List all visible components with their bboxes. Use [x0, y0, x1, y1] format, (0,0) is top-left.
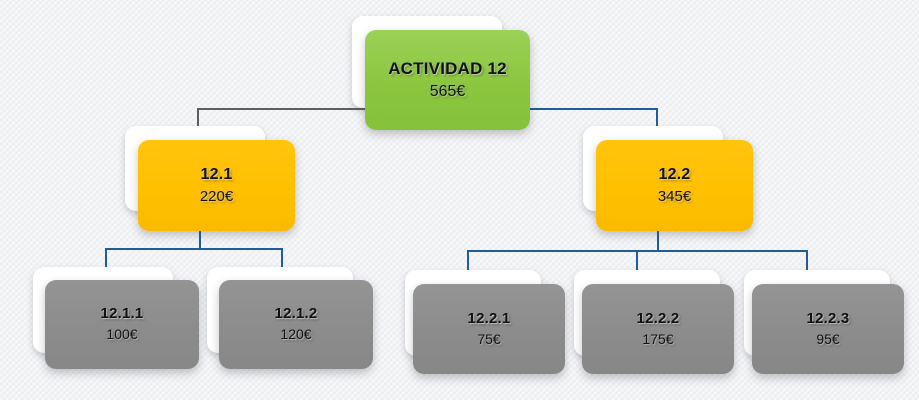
node-amount: 345€: [657, 187, 692, 205]
connector-root-horizontal-left: [197, 108, 372, 110]
node-card[interactable]: 12.2 345€: [596, 140, 753, 231]
connector-12-1-1-drop: [105, 248, 107, 270]
node-12-2[interactable]: 12.2 345€: [583, 126, 753, 231]
node-amount: 120€: [280, 326, 312, 343]
node-12-1-1[interactable]: 12.1.1 100€: [33, 267, 199, 377]
node-title: 12.1.1: [100, 305, 144, 323]
node-amount: 75€: [477, 330, 501, 347]
connector-12-1-stem: [199, 230, 201, 249]
node-amount: 100€: [106, 326, 138, 343]
node-12-1-2[interactable]: 12.1.2 120€: [207, 267, 373, 377]
connector-12-2-1-drop: [467, 250, 469, 272]
connector-12-1-2-drop: [281, 248, 283, 270]
node-12-2-3[interactable]: 12.2.3 95€: [744, 270, 904, 382]
node-card[interactable]: 12.2.1 75€: [413, 284, 565, 374]
connector-12-1-horizontal: [105, 248, 283, 250]
node-amount: 95€: [816, 330, 840, 347]
node-12-1[interactable]: 12.1 220€: [125, 126, 295, 231]
node-card[interactable]: 12.2.2 175€: [582, 284, 734, 374]
node-amount: 220€: [199, 187, 234, 205]
node-title: 12.1.2: [274, 305, 318, 323]
node-actividad-12[interactable]: ACTIVIDAD 12 565€: [352, 16, 530, 130]
connector-root-drop-left: [197, 108, 199, 133]
node-card[interactable]: 12.1 220€: [138, 140, 295, 231]
node-card[interactable]: ACTIVIDAD 12 565€: [365, 30, 530, 130]
node-title: 12.1: [200, 165, 233, 183]
node-title: ACTIVIDAD 12: [388, 58, 507, 78]
node-amount: 565€: [429, 83, 466, 101]
node-card[interactable]: 12.1.1 100€: [45, 280, 199, 369]
node-title: 12.2.3: [806, 309, 850, 327]
connector-12-2-3-drop: [806, 250, 808, 272]
connector-12-2-stem: [657, 230, 659, 251]
connector-12-2-2-drop: [636, 250, 638, 272]
node-amount: 175€: [642, 330, 674, 347]
node-card[interactable]: 12.2.3 95€: [752, 284, 904, 374]
node-title: 12.2: [658, 165, 691, 183]
node-12-2-1[interactable]: 12.2.1 75€: [405, 270, 565, 382]
connector-root-horizontal-right: [524, 108, 658, 110]
node-12-2-2[interactable]: 12.2.2 175€: [574, 270, 734, 382]
node-card[interactable]: 12.1.2 120€: [219, 280, 373, 369]
node-title: 12.2.1: [467, 309, 511, 327]
node-title: 12.2.2: [636, 309, 680, 327]
connector-root-drop-right: [656, 108, 658, 133]
